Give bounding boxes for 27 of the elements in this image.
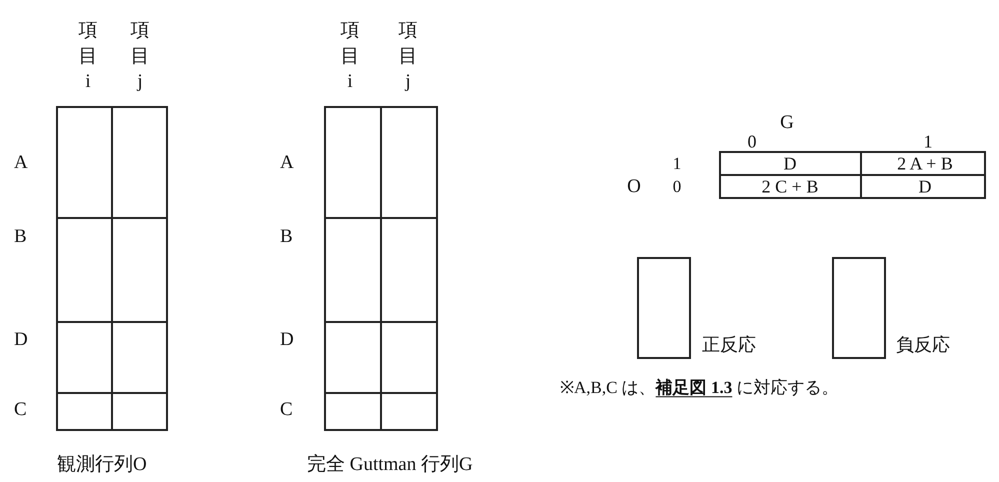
column-header: 項目i — [78, 19, 98, 94]
axis-label: O — [627, 176, 641, 198]
matrix-caption: 観測行列O — [57, 454, 147, 476]
row-label: A — [14, 152, 28, 174]
matrix-caption: 完全 Guttman 行列G — [307, 454, 473, 476]
value-label: 0 — [672, 177, 682, 197]
row-label: A — [280, 152, 294, 174]
column-header: 項目j — [130, 19, 150, 94]
row-label: C — [14, 399, 27, 421]
legend-label: 負反応 — [896, 334, 950, 356]
value-label: 0 — [748, 132, 756, 152]
table-cell-text: 2 C + B — [762, 176, 818, 198]
column-header: 項目i — [340, 19, 360, 94]
table-cell-text: 2 A + B — [897, 154, 953, 174]
footnote: ※A,B,C は、補足図 1.3 に対応する。 — [560, 378, 838, 398]
value-label: 1 — [672, 154, 682, 174]
row-label: C — [280, 399, 293, 421]
table-cell-text: D — [918, 176, 932, 198]
row-label: D — [14, 329, 28, 351]
row-label: D — [280, 329, 294, 351]
legend-label: 正反応 — [702, 334, 756, 356]
value-label: 1 — [924, 132, 932, 152]
axis-label: G — [780, 112, 794, 134]
row-label: B — [280, 226, 293, 248]
column-header: 項目j — [398, 19, 418, 94]
table-cell-text: D — [784, 154, 796, 174]
row-label: B — [14, 226, 27, 248]
